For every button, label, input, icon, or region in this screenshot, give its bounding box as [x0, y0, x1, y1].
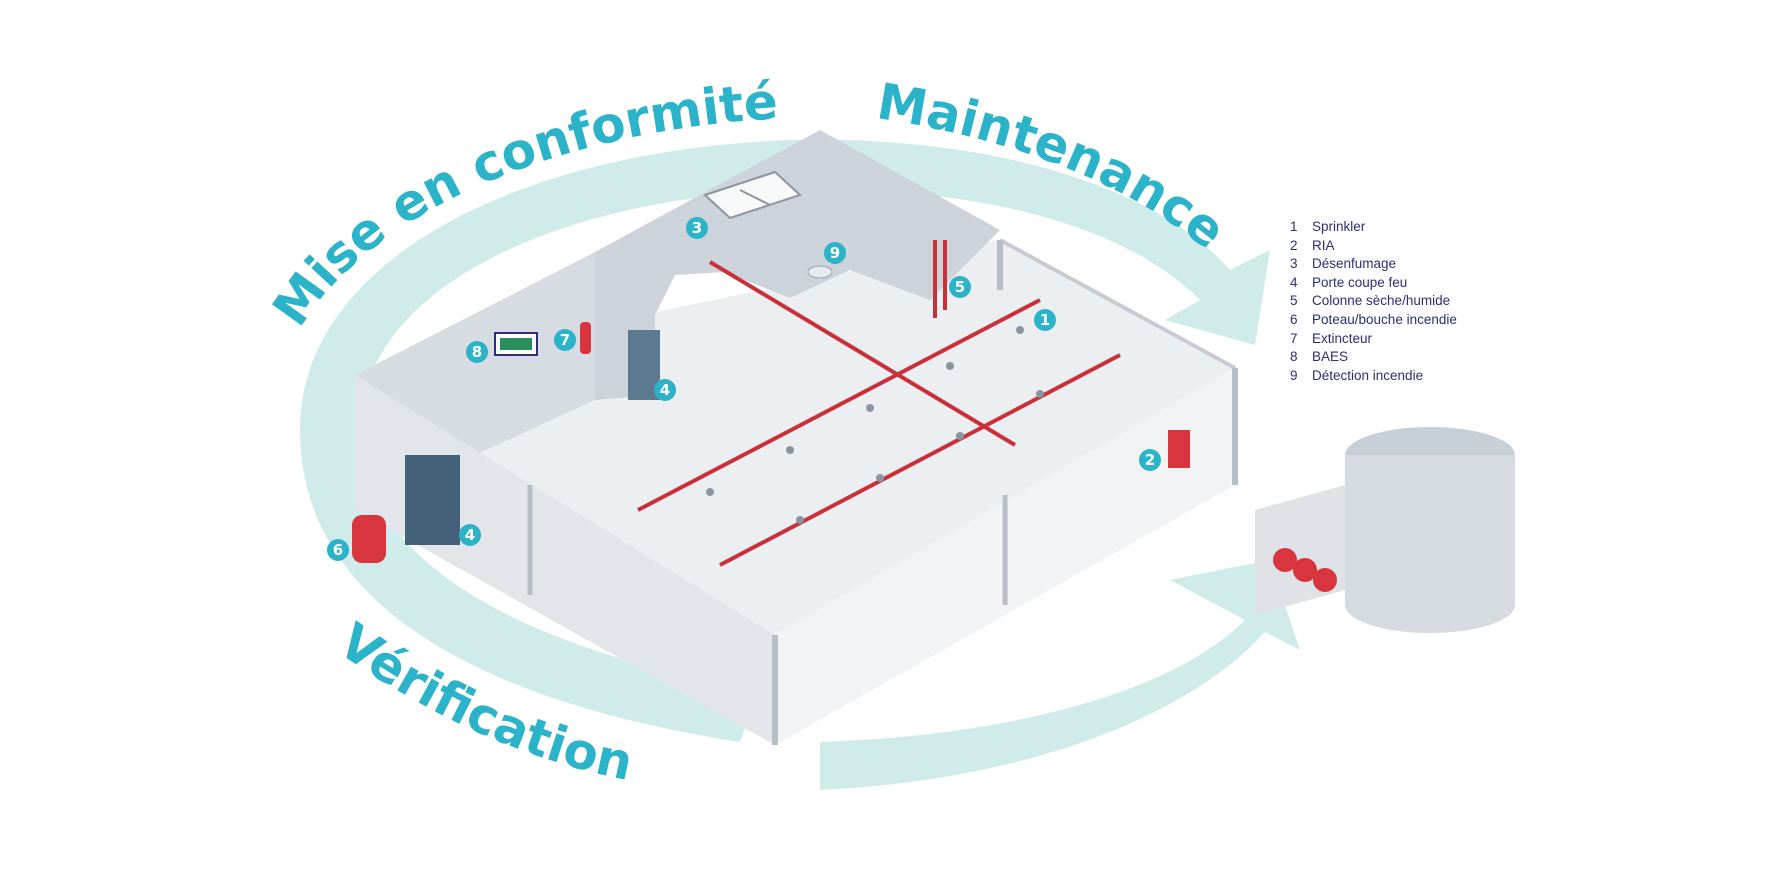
pump-icon	[1293, 558, 1317, 582]
sprinkler-head-icon	[956, 432, 964, 440]
pump-icon	[1313, 568, 1337, 592]
badge-1: 1	[1034, 309, 1056, 331]
sprinkler-head-icon	[786, 446, 794, 454]
badge-2: 2	[1139, 449, 1161, 471]
legend-row: 9 Détection incendie	[1290, 367, 1570, 386]
legend-label: Porte coupe feu	[1312, 274, 1408, 290]
smoke-vent	[703, 170, 802, 220]
badges: 1 2 3 4 4 5 6 7 8 9	[327, 217, 1161, 561]
cycle-arrow	[300, 139, 1300, 790]
legend-number: 9	[1290, 367, 1298, 383]
badge-8: 8	[466, 341, 488, 363]
legend-row: 2 RIA	[1290, 237, 1570, 256]
badge-5: 5	[949, 276, 971, 298]
legend-row: 6 Poteau/bouche incendie	[1290, 311, 1570, 330]
equipment	[352, 265, 1515, 633]
legend-label: Sprinkler	[1312, 219, 1366, 234]
legend-number: 3	[1290, 256, 1298, 272]
legend: 1 Sprinkler 2 RIA 3 Désenfumage 4 Porte coup…	[1290, 218, 1570, 385]
fire-extinguisher-icon	[580, 322, 591, 354]
svg-text:2: 2	[1145, 451, 1155, 469]
svg-text:7: 7	[560, 331, 570, 349]
sprinkler-network	[637, 240, 1121, 567]
sprinkler-pipe-1	[637, 298, 1041, 512]
ceiling-cutaway	[595, 130, 1000, 400]
svg-text:6: 6	[333, 541, 343, 559]
badge-4-back: 4	[654, 379, 676, 401]
water-tank-icon	[1345, 427, 1515, 633]
sprinkler-pipe-cross	[708, 260, 1017, 447]
svg-text:4: 4	[465, 526, 475, 544]
legend-label: Extincteur	[1312, 330, 1373, 346]
legend-row: 4 Porte coupe feu	[1290, 274, 1570, 293]
hose-reel-icon	[1168, 430, 1190, 468]
legend-number: 5	[1290, 293, 1298, 309]
legend-label: Détection incendie	[1312, 367, 1424, 383]
svg-text:3: 3	[692, 219, 702, 237]
legend-row: 3 Désenfumage	[1290, 255, 1570, 274]
pump-icon	[1273, 548, 1297, 572]
sprinkler-head-icon	[706, 488, 714, 496]
badge-4-side: 4	[459, 524, 481, 546]
sprinkler-head-icon	[946, 362, 954, 370]
fire-hydrant-icon	[352, 515, 386, 563]
legend-number: 2	[1290, 237, 1298, 253]
legend-label: BAES	[1312, 349, 1349, 365]
badge-7: 7	[554, 329, 576, 351]
svg-text:4: 4	[660, 381, 670, 399]
legend-number: 1	[1290, 219, 1298, 234]
legend-number: 4	[1290, 274, 1298, 290]
svg-text:1: 1	[1040, 311, 1050, 329]
legend-row: 8 BAES	[1290, 348, 1570, 367]
svg-text:8: 8	[472, 343, 482, 361]
sprinkler-head-icon	[796, 516, 804, 524]
badge-6: 6	[327, 539, 349, 561]
sprinkler-pipe-2	[719, 353, 1121, 567]
pump-room	[1255, 485, 1345, 615]
sprinkler-head-icon	[876, 474, 884, 482]
sprinkler-head-icon	[1036, 390, 1044, 398]
legend-label: Colonne sèche/humide	[1312, 293, 1451, 309]
legend-number: 6	[1290, 311, 1298, 327]
legend-label: Poteau/bouche incendie	[1312, 311, 1457, 327]
sprinkler-head-icon	[1016, 326, 1024, 334]
emergency-exit-sign-icon	[494, 332, 538, 356]
legend-number: 7	[1290, 330, 1298, 346]
legend-row: 1 Sprinkler	[1290, 218, 1570, 237]
fire-door-side	[405, 455, 460, 545]
sprinkler-head-icon	[866, 404, 874, 412]
legend-number: 8	[1290, 349, 1298, 365]
badge-3: 3	[686, 217, 708, 239]
sprinkler-heads	[706, 326, 1044, 524]
svg-text:5: 5	[955, 278, 965, 296]
legend-label: Désenfumage	[1312, 256, 1397, 272]
legend-row: 7 Extincteur	[1290, 330, 1570, 349]
badge-9: 9	[824, 242, 846, 264]
legend-row: 5 Colonne sèche/humide	[1290, 292, 1570, 311]
legend-label: RIA	[1312, 237, 1335, 253]
svg-text:9: 9	[830, 244, 840, 262]
smoke-detector-icon	[807, 265, 833, 279]
